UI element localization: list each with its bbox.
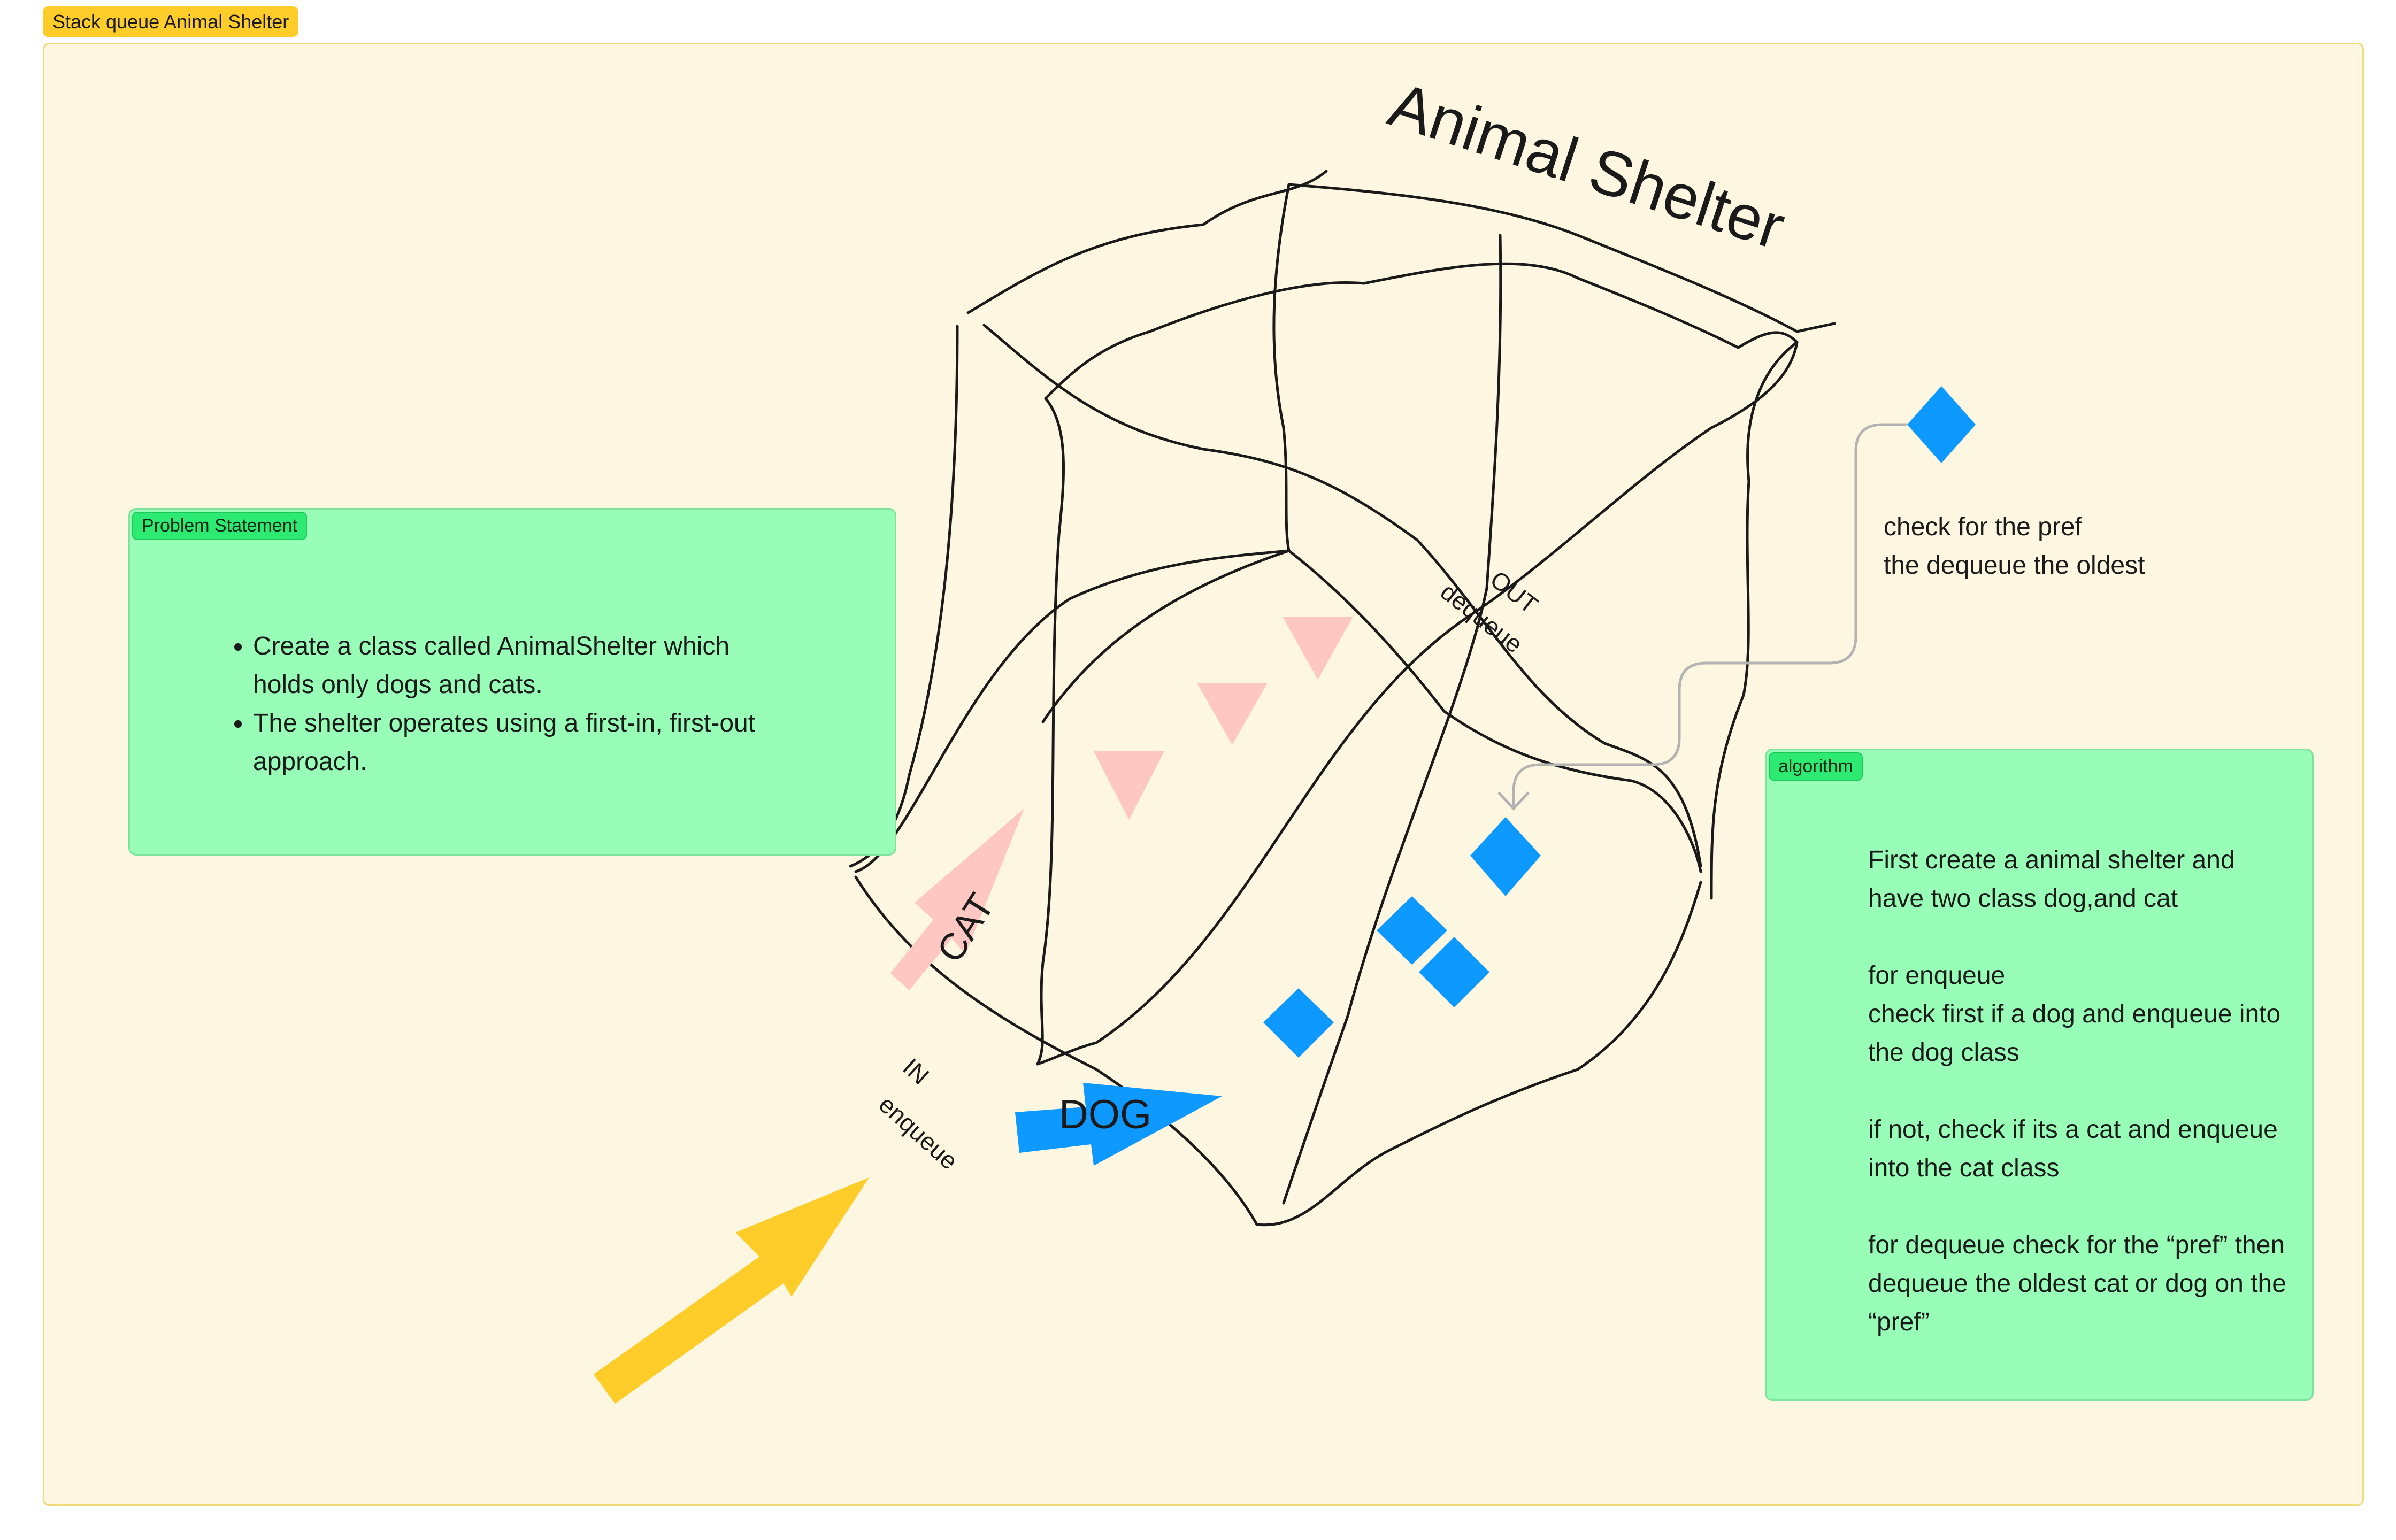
yellow-arrow-icon[interactable] <box>594 1177 869 1404</box>
cat-arrow-icon[interactable] <box>890 808 1024 990</box>
connector-line[interactable] <box>1512 423 1907 806</box>
list-item: Create a class called AnimalShelter whic… <box>253 627 788 704</box>
cage-drawing <box>849 170 1836 1227</box>
algorithm-note[interactable]: algorithm First create a animal shelter … <box>1765 749 2314 1401</box>
list-item: The shelter operates using a first-in, f… <box>253 704 788 781</box>
in-label[interactable]: IN <box>897 1053 934 1090</box>
cat-triangle-icon[interactable] <box>1283 617 1353 680</box>
in-enqueue-label[interactable]: enqueue <box>873 1090 963 1175</box>
section-label[interactable]: Stack queue Animal Shelter <box>43 6 299 37</box>
pref-note-text[interactable]: check for the pref the dequeue the oldes… <box>1884 513 2145 580</box>
problem-statement-note[interactable]: Problem Statement Create a class called … <box>128 508 896 856</box>
problem-statement-tag[interactable]: Problem Statement <box>132 512 308 540</box>
dog-arrow-icon[interactable] <box>1015 1083 1222 1166</box>
connector-arrowhead-icon <box>1498 791 1530 811</box>
dog-label[interactable]: DOG <box>1059 1092 1151 1137</box>
dog-diamond-icon[interactable] <box>1419 937 1489 1007</box>
dog-diamond-icon[interactable] <box>1263 988 1334 1058</box>
diagram-title[interactable]: Animal Shelter <box>1381 69 1793 263</box>
algorithm-tag[interactable]: algorithm <box>1769 752 1863 781</box>
dog-diamond-icon[interactable] <box>1907 386 1976 463</box>
dog-diamond-icon[interactable] <box>1377 896 1447 965</box>
dog-diamond-icon[interactable] <box>1470 817 1541 896</box>
dog-diamonds <box>1263 386 1976 1058</box>
cat-triangles <box>1094 617 1353 820</box>
problem-statement-list: Create a class called AnimalShelter whic… <box>221 627 788 781</box>
cat-triangle-icon[interactable] <box>1197 683 1268 745</box>
algorithm-text: First create a animal shelter and have t… <box>1868 846 2286 1336</box>
cat-triangle-icon[interactable] <box>1094 751 1164 820</box>
